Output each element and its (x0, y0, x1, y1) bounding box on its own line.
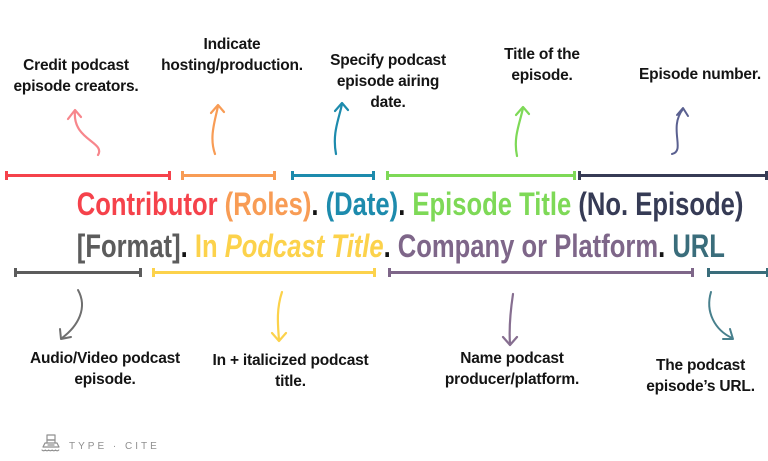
bracket-company-platform (388, 268, 694, 277)
citation-line-2: [Format]. In Podcast Title. Company or P… (76, 228, 725, 264)
arrow-date-icon (328, 99, 358, 157)
period: . (398, 186, 406, 222)
period: . (383, 228, 391, 264)
arrow-producer-icon (498, 290, 528, 350)
annotation-line: Indicate (203, 36, 261, 53)
bracket-format (14, 268, 142, 277)
annotation-line: producer/platform. (444, 371, 580, 388)
annotation-line: title. (275, 373, 306, 390)
citation-roles: (Roles) (217, 186, 312, 222)
annotation-line: date. (370, 94, 406, 111)
annotation-format-note: Audio/Video podcast episode. (15, 348, 195, 390)
annotation-line: Title of the (504, 46, 580, 63)
typewriter-icon (40, 434, 62, 458)
annotation-credit-creators: Credit podcast episode creators. (11, 55, 141, 97)
annotation-italic-title-note: In + italicized podcast title. (193, 350, 388, 392)
arrow-contributor-icon (62, 106, 108, 158)
annotation-airing-date: Specify podcast episode airing date. (313, 50, 463, 113)
citation-episode-title: Episode Title (405, 186, 572, 222)
annotation-line: Credit podcast (23, 57, 129, 74)
arrow-episode-title-icon (508, 103, 538, 159)
annotation-line: Audio/Video podcast (29, 350, 181, 367)
citation-line-1: Contributor (Roles). (Date). Episode Tit… (76, 186, 744, 222)
annotation-line: episode creators. (13, 78, 139, 95)
citation-episode-number: (No. Episode) (571, 186, 744, 222)
citation-format: [Format] (76, 228, 181, 264)
citation-contributor: Contributor (76, 186, 218, 222)
arrow-format-icon (50, 286, 92, 344)
bracket-podcast-title (152, 268, 376, 277)
annotation-title-of-episode: Title of the episode. (477, 44, 607, 86)
annotation-line: episode. (74, 371, 136, 388)
annotation-line: episode airing (336, 73, 440, 90)
citation-url: URL (665, 228, 725, 264)
annotation-line: episode’s URL. (646, 378, 755, 395)
annotation-line: Specify podcast (330, 52, 446, 69)
brand-text: TYPE · CITE (69, 440, 160, 452)
bracket-episode-number (578, 171, 768, 180)
citation-in: In (187, 228, 225, 264)
annotation-line: The podcast (655, 357, 746, 374)
bracket-url (707, 268, 768, 277)
annotation-hosting-production: Indicate hosting/production. (147, 34, 317, 76)
arrow-url-icon (703, 288, 741, 346)
brand-logo: TYPE · CITE (40, 434, 160, 458)
period: . (311, 186, 319, 222)
annotation-line: In + italicized podcast (212, 352, 369, 369)
period: . (180, 228, 188, 264)
bracket-date (291, 171, 375, 180)
annotation-episode-number: Episode number. (625, 64, 768, 85)
annotation-line: episode. (511, 67, 573, 84)
citation-podcast-title: Podcast Title (224, 228, 384, 264)
annotation-line: Episode number. (639, 66, 761, 83)
citation-company-platform: Company or Platform (390, 228, 659, 264)
citation-date: (Date) (318, 186, 399, 222)
arrow-podcast-title-icon (266, 288, 296, 346)
annotation-url-note: The podcast episode’s URL. (628, 355, 768, 397)
bracket-episode-title (386, 171, 576, 180)
annotation-line: hosting/production. (161, 57, 303, 74)
annotation-producer-note: Name podcast producer/platform. (422, 348, 602, 390)
bracket-contributor (5, 171, 171, 180)
period: . (658, 228, 666, 264)
arrow-roles-icon (203, 101, 233, 157)
bracket-roles (181, 171, 276, 180)
annotation-line: Name podcast (460, 350, 564, 367)
arrow-episode-number-icon (666, 104, 698, 158)
